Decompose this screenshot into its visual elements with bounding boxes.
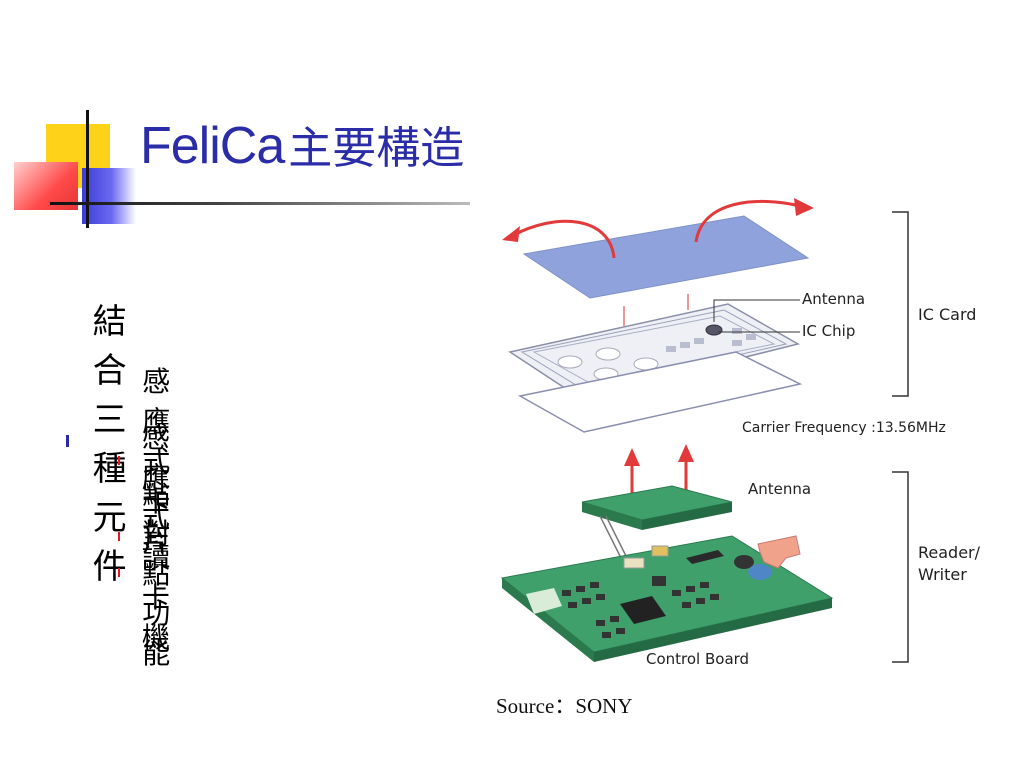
bullet-sub-3: 點對點功能	[118, 472, 177, 672]
bullet-square-icon	[118, 531, 120, 541]
arrow-head-left-icon	[502, 226, 520, 242]
label-ic-chip: IC Chip	[802, 322, 855, 340]
connector	[757, 535, 801, 569]
label-reader-writer-2: Writer	[918, 565, 967, 584]
bullet-sub-text: 點對點功能	[142, 477, 171, 670]
ic-card-cover	[522, 215, 810, 299]
source-caption: Source：SONY	[496, 694, 633, 718]
title-latin: FeliCa	[140, 117, 285, 175]
arrow-head-right-icon	[794, 198, 814, 216]
decor-vertical-line	[86, 110, 89, 228]
bullet-square-icon	[66, 435, 69, 447]
felica-exploded-diagram: Antenna IC Chip IC Card Carrier Frequenc…	[496, 196, 1004, 684]
bullet-square-icon	[118, 567, 121, 577]
bullet-main-text: 結合三種元件	[92, 302, 127, 587]
arrow-up-left-icon	[624, 448, 640, 466]
main-chip	[620, 596, 666, 624]
bullet-sub-text: 感應式卡片	[142, 365, 171, 558]
arrow-up-right-icon	[678, 444, 694, 462]
label-ic-card: IC Card	[918, 305, 976, 324]
bullet-sub-1: 感應式卡片	[118, 360, 177, 560]
arrow-right-curve	[694, 200, 801, 243]
bullet-main: 結合三種元件	[66, 294, 136, 588]
label-antenna-card: Antenna	[802, 290, 865, 308]
page-title: FeliCa 主要構造	[140, 112, 464, 182]
decor-blue-square	[82, 168, 136, 224]
label-control-board: Control Board	[646, 650, 749, 668]
bullet-sub-text: 感應式讀卡機	[141, 421, 170, 654]
arrow-left-curve	[511, 219, 616, 259]
decor-horizontal-line	[50, 202, 470, 205]
carrier-sheet	[517, 351, 803, 433]
antenna-inlay	[508, 303, 800, 399]
label-reader-writer-1: Reader/	[918, 543, 981, 562]
label-antenna-reader: Antenna	[748, 480, 811, 498]
title-cjk: 主要構造	[288, 123, 465, 174]
label-carrier-frequency: Carrier Frequency :13.56MHz	[742, 420, 946, 436]
bullet-square-icon	[118, 455, 121, 465]
bullet-sub-2: 感應式讀卡機	[118, 416, 177, 656]
